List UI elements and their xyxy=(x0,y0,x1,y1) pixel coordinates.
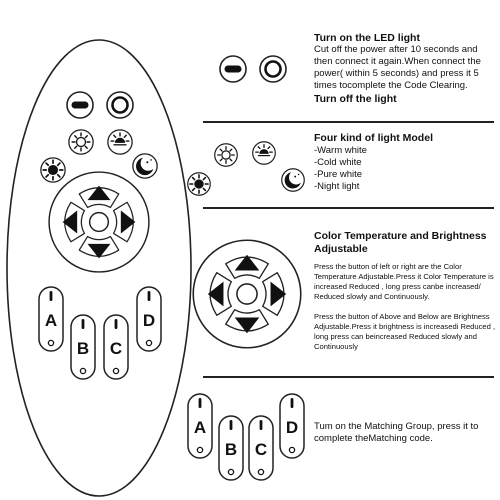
color-body-horizontal: Press the button of left or right are th… xyxy=(314,262,494,301)
match-group-b: B xyxy=(218,415,244,481)
match-group-a: A xyxy=(187,393,213,459)
group-button-d[interactable]: D xyxy=(136,286,162,352)
pure-white-icon[interactable] xyxy=(106,128,134,156)
divider-3 xyxy=(203,376,494,378)
matching-body: Tum on the Matching Group, press it to c… xyxy=(314,421,479,444)
match-label-a: A xyxy=(194,418,206,437)
cold-white-icon[interactable] xyxy=(67,128,95,156)
power-button-icon-large xyxy=(258,54,288,84)
group-button-a[interactable]: A xyxy=(38,286,64,352)
led-title: Turn on the LED light xyxy=(314,32,420,44)
match-label-b: B xyxy=(225,440,237,459)
led-body: Cut off the power after 10 seconds and t… xyxy=(314,44,481,91)
match-group-d: D xyxy=(279,393,305,459)
color-body-vertical: Press the button of Above and Below are … xyxy=(314,312,496,351)
match-label-d: D xyxy=(286,418,298,437)
color-title: Color Temperature and Brightness Adjusta… xyxy=(314,230,487,255)
model-night-light: -Night light xyxy=(314,181,360,192)
match-group-c: C xyxy=(248,415,274,481)
models-title: Four kind of light Model xyxy=(314,132,433,144)
led-footer: Turn off the light xyxy=(314,93,397,105)
off-button-icon[interactable] xyxy=(65,90,95,120)
direction-pad-large xyxy=(191,238,303,350)
cold-white-icon-large xyxy=(213,142,239,168)
off-button-icon-large xyxy=(218,54,248,84)
match-label-c: C xyxy=(255,440,267,459)
group-button-b[interactable]: B xyxy=(70,314,96,380)
group-label-d: D xyxy=(143,311,155,330)
power-button-icon[interactable] xyxy=(105,90,135,120)
divider-2 xyxy=(203,207,494,209)
model-pure-white: -Pure white xyxy=(314,169,363,180)
model-cold-white: -Cold white xyxy=(314,157,362,168)
group-label-b: B xyxy=(77,339,89,358)
pure-white-icon-large xyxy=(251,140,277,166)
divider-1 xyxy=(203,121,494,123)
direction-pad[interactable] xyxy=(47,170,151,274)
group-label-c: C xyxy=(110,339,122,358)
model-warm-white: -Warm white xyxy=(314,145,367,156)
group-button-c[interactable]: C xyxy=(103,314,129,380)
warm-white-icon-large xyxy=(186,171,212,197)
group-label-a: A xyxy=(45,311,57,330)
night-light-icon-large xyxy=(280,167,306,193)
